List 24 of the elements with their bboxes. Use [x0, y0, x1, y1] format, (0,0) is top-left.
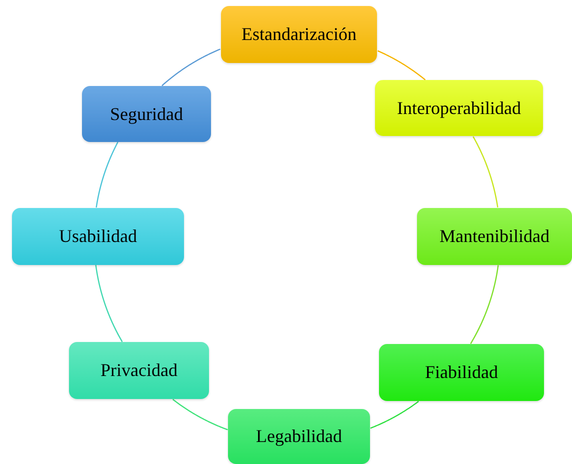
node-label: Fiabilidad	[425, 362, 498, 383]
rounded-box	[375, 80, 543, 136]
node-label: Estandarización	[242, 24, 356, 45]
node-label: Privacidad	[100, 360, 178, 381]
node-label: Usabilidad	[59, 226, 137, 247]
node-label: Mantenibilidad	[440, 226, 550, 247]
rounded-box	[82, 86, 211, 142]
node-label: Interoperabilidad	[397, 98, 521, 118]
connector-line	[370, 400, 419, 429]
node-label: Seguridad	[110, 104, 183, 124]
connector-line	[96, 142, 118, 208]
connector-line	[172, 398, 228, 430]
node-label: Legabilidad	[256, 426, 342, 447]
rounded-box	[12, 208, 184, 265]
connector-line	[162, 48, 220, 86]
rounded-box	[69, 342, 209, 399]
connector-line	[472, 136, 498, 208]
rounded-box	[379, 344, 544, 401]
connector-line	[470, 265, 499, 344]
connector-line	[95, 264, 123, 342]
rounded-box	[221, 6, 377, 63]
rounded-box	[228, 409, 370, 464]
connector-line	[378, 50, 426, 80]
rounded-box	[417, 208, 572, 265]
